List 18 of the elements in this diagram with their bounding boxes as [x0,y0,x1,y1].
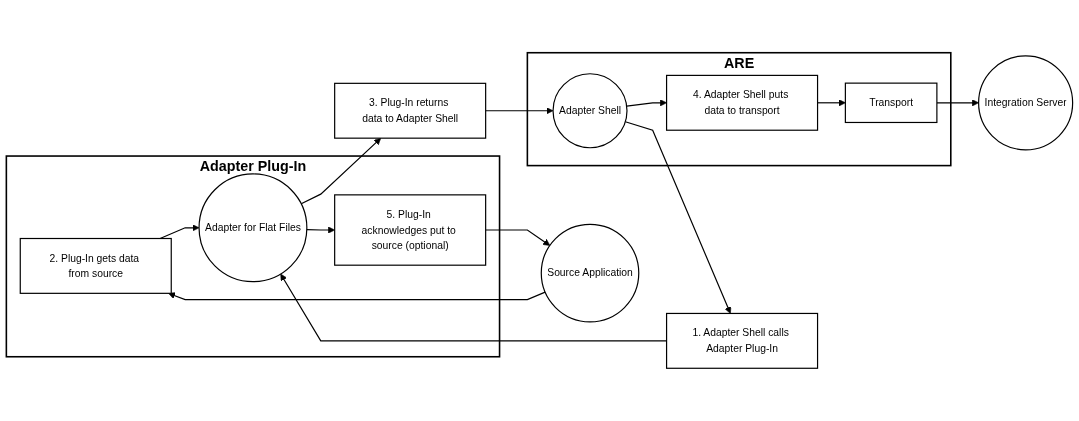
node-box: 1. Adapter Shell calls Adapter Plug-In [666,312,819,369]
node-circle: Adapter Shell [552,73,628,149]
arrow [485,229,551,246]
node-box: 2. Plug-In gets data from source [19,237,172,294]
node-circle: Source Application [540,223,640,323]
arrow [485,107,554,115]
node-circle: Integration Server [978,55,1074,151]
node-box: 4. Adapter Shell puts data to transport [666,74,819,131]
arrow [626,99,667,107]
node-box: 5. Plug-In acknowledges put to source (optional) [334,194,487,266]
arrow [936,99,979,107]
arrow [300,137,382,205]
node-box: 3. Plug-In returns data to Adapter Shell [334,82,487,139]
arrow [306,226,335,234]
arrow [168,291,546,301]
node-box: Transport [844,82,938,124]
arrow [159,224,200,240]
node-circle: Adapter for Flat Files [198,173,308,283]
